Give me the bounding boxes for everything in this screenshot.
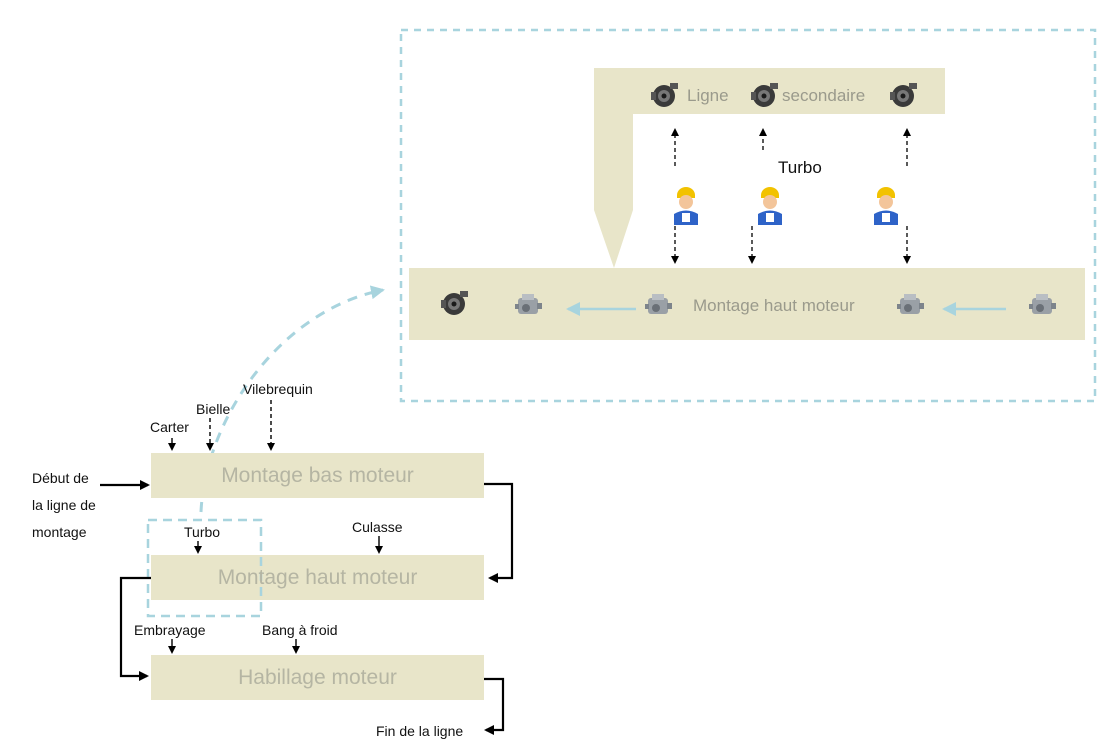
- stage-box: [151, 555, 484, 600]
- start-label-line2: la ligne de: [32, 497, 96, 513]
- detail-turbo-label: Turbo: [778, 158, 822, 177]
- input-bielle: Bielle: [196, 401, 231, 417]
- stage-box: [151, 655, 484, 700]
- worker-icon: [674, 187, 698, 225]
- secondary-line-word1: Ligne: [687, 86, 729, 105]
- input-carter: Carter: [150, 419, 189, 435]
- detail-main-label: Montage haut moteur: [693, 296, 855, 315]
- input-vilebrequin: Vilebrequin: [243, 381, 313, 397]
- secondary-line-word2: secondaire: [782, 86, 866, 105]
- stage-label: Montage bas moteur: [221, 463, 414, 487]
- worker-icon: [874, 187, 898, 225]
- start-label-line3: montage: [32, 524, 87, 540]
- end-label: Fin de la ligne: [376, 723, 464, 739]
- input-culasse: Culasse: [352, 519, 403, 535]
- stage-montage-bas-moteur: Montage bas moteur: [151, 453, 484, 498]
- input-embrayage: Embrayage: [134, 622, 206, 638]
- start-label-line1: Début de: [32, 470, 89, 486]
- input-bang-a-froid: Bang à froid: [262, 622, 338, 638]
- stage-montage-haut-moteur: Montage haut moteur: [151, 555, 484, 600]
- stage-label: Habillage moteur: [238, 665, 397, 689]
- stage-habillage-moteur: Habillage moteur: [151, 655, 484, 700]
- stage-box: [151, 453, 484, 498]
- input-turbo: Turbo: [184, 524, 221, 540]
- worker-icon: [758, 187, 782, 225]
- stage-label: Montage haut moteur: [217, 565, 418, 589]
